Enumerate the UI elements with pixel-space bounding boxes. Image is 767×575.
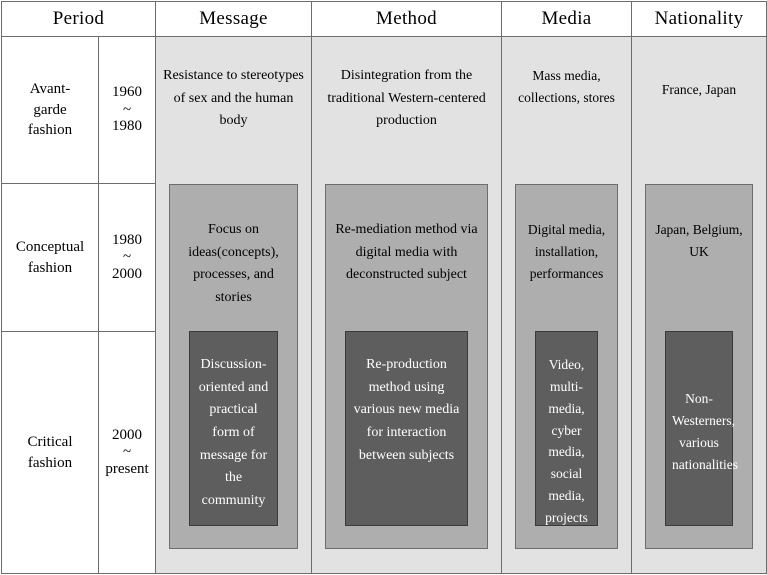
table-row: Critical fashion 2000 ~ present	[1, 331, 767, 574]
message-text-critical: Discussion-oriented and practical form o…	[198, 357, 269, 509]
column-header-media: Media	[501, 1, 632, 37]
year-separator: ~	[122, 101, 132, 118]
media-text-avant-garde: Mass media, collections, stores	[518, 68, 615, 105]
period-name-line: fashion	[27, 259, 73, 276]
method-column-stack: Disintegration from the traditional West…	[311, 36, 502, 574]
message-text-avant-garde: Resistance to stereotypes of sex and the…	[163, 68, 304, 129]
nationality-layer-critical: Non-Westerners, various nationalities	[665, 331, 738, 526]
year-separator: ~	[122, 249, 132, 266]
method-layer-critical: Re-production method using various new m…	[345, 331, 468, 526]
period-name-line: Avant-	[29, 80, 71, 97]
nationality-text-conceptual: Japan, Belgium, UK	[655, 222, 743, 259]
nationality-text-avant-garde: France, Japan	[661, 82, 737, 97]
year-end: 1980	[112, 118, 142, 135]
year-start: 1960	[112, 84, 142, 101]
year-start: 1980	[112, 231, 142, 248]
message-stack: Resistance to stereotypes of sex and the…	[156, 37, 311, 573]
table-row: Conceptual fashion 1980 ~ 2000	[1, 183, 767, 332]
year-end: present	[105, 460, 149, 477]
media-layer-critical: Video, multi-media, cyber media, social …	[535, 331, 598, 526]
period-name-line: fashion	[27, 122, 73, 139]
year-start: 2000	[112, 426, 142, 443]
period-name-line: Conceptual	[15, 238, 85, 255]
method-text-avant-garde: Disintegration from the traditional West…	[327, 68, 486, 129]
nationality-column-stack: France, Japan Japan, Belgium, UK Non-Wes…	[631, 36, 767, 574]
message-text-conceptual: Focus on ideas(concepts), processes, and…	[188, 222, 279, 306]
period-years-conceptual: 1980 ~ 2000	[98, 183, 156, 332]
media-column-stack: Mass media, collections, stores Digital …	[501, 36, 632, 574]
period-name-line: garde	[33, 101, 67, 118]
column-header-message: Message	[155, 1, 312, 37]
table-row: Avant- garde fashion 1960 ~ 1980 Resista…	[1, 36, 767, 574]
media-stack: Mass media, collections, stores Digital …	[502, 37, 631, 573]
year-separator: ~	[122, 444, 132, 461]
nationality-stack: France, Japan Japan, Belgium, UK Non-Wes…	[632, 37, 766, 573]
period-years-critical: 2000 ~ present	[98, 331, 156, 574]
column-header-nationality: Nationality	[631, 1, 767, 37]
method-text-conceptual: Re-mediation method via digital media wi…	[335, 222, 478, 283]
period-years-avant-garde: 1960 ~ 1980	[98, 36, 156, 184]
table-header-row: Period Message Method Media Nationality	[1, 1, 767, 37]
method-stack: Disintegration from the traditional West…	[312, 37, 501, 573]
method-text-critical: Re-production method using various new m…	[353, 357, 460, 463]
message-column-stack: Resistance to stereotypes of sex and the…	[155, 36, 312, 574]
message-layer-critical: Discussion-oriented and practical form o…	[189, 331, 278, 526]
nationality-text-critical: Non-Westerners, various nationalities	[672, 391, 738, 472]
media-text-conceptual: Digital media, installation, performance…	[527, 222, 606, 281]
media-text-critical: Video, multi-media, cyber media, social …	[545, 357, 588, 526]
period-name-line: fashion	[27, 454, 73, 471]
period-name-line: Critical	[27, 433, 73, 450]
period-name-avant-garde: Avant- garde fashion	[1, 36, 99, 184]
column-header-period: Period	[1, 1, 156, 37]
period-name-critical: Critical fashion	[1, 331, 99, 574]
column-header-method: Method	[311, 1, 502, 37]
period-name-conceptual: Conceptual fashion	[1, 183, 99, 332]
year-end: 2000	[112, 265, 142, 282]
